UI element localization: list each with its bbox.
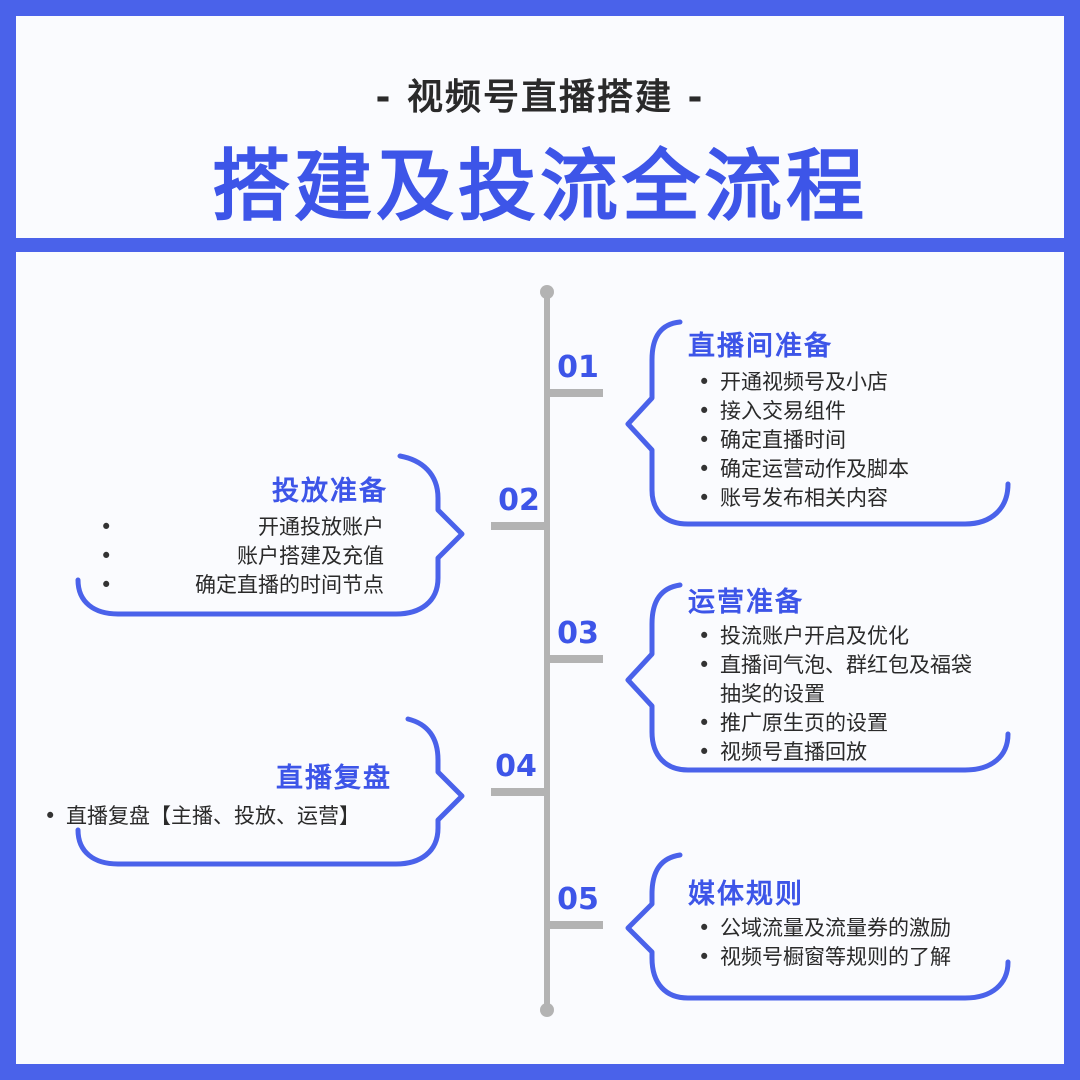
timeline-start-dot <box>540 285 554 299</box>
timeline-end-dot <box>540 1003 554 1017</box>
section-list-03: 投流账户开启及优化 直播间气泡、群红包及福袋抽奖的设置 推广原生页的设置 视频号… <box>698 622 988 767</box>
list-item: 确定运营动作及脚本 <box>698 455 909 484</box>
list-item: 公域流量及流量券的激励 <box>698 914 951 943</box>
list-item: 账户搭建及充值 <box>100 542 384 571</box>
brace-section-05 <box>625 852 1011 1001</box>
section-title-01: 直播间准备 <box>688 331 833 362</box>
brace-section-01 <box>625 319 1011 527</box>
list-item: 确定直播时间 <box>698 426 909 455</box>
list-item: 接入交易组件 <box>698 397 909 426</box>
step-number-03: 03 <box>557 616 599 651</box>
header-panel <box>16 16 1064 238</box>
section-list-05: 公域流量及流量券的激励 视频号橱窗等规则的了解 <box>698 914 951 972</box>
section-title-02: 投放准备 <box>272 476 388 507</box>
list-item: 确定直播的时间节点 <box>100 571 384 600</box>
list-item: 账号发布相关内容 <box>698 484 909 513</box>
brace-section-04 <box>75 716 465 867</box>
brace-section-02 <box>75 453 465 617</box>
step-number-02: 02 <box>498 483 540 518</box>
list-item: 投流账户开启及优化 <box>698 622 988 651</box>
list-item: 视频号直播回放 <box>698 738 988 767</box>
list-item: 直播间气泡、群红包及福袋抽奖的设置 <box>698 651 988 709</box>
section-list-01: 开通视频号及小店 接入交易组件 确定直播时间 确定运营动作及脚本 账号发布相关内… <box>698 368 909 513</box>
list-item: 开通投放账户 <box>100 513 384 542</box>
section-title-05: 媒体规则 <box>688 879 804 910</box>
step-number-04: 04 <box>495 749 537 784</box>
list-item: 推广原生页的设置 <box>698 709 988 738</box>
section-title-03: 运营准备 <box>688 587 804 618</box>
page-title: 搭建及投流全流程 <box>211 142 868 232</box>
section-list-02: 开通投放账户 账户搭建及充值 确定直播的时间节点 <box>100 513 384 600</box>
step-number-01: 01 <box>557 350 599 385</box>
section-list-04: 直播复盘【主播、投放、运营】 <box>44 802 360 831</box>
page-subtitle: - 视频号直播搭建 - <box>375 77 705 118</box>
step-number-05: 05 <box>557 882 599 917</box>
list-item: 开通视频号及小店 <box>698 368 909 397</box>
list-item: 直播复盘【主播、投放、运营】 <box>44 802 360 831</box>
section-title-04: 直播复盘 <box>276 763 392 794</box>
list-item: 视频号橱窗等规则的了解 <box>698 943 951 972</box>
brace-section-03 <box>625 582 1011 773</box>
